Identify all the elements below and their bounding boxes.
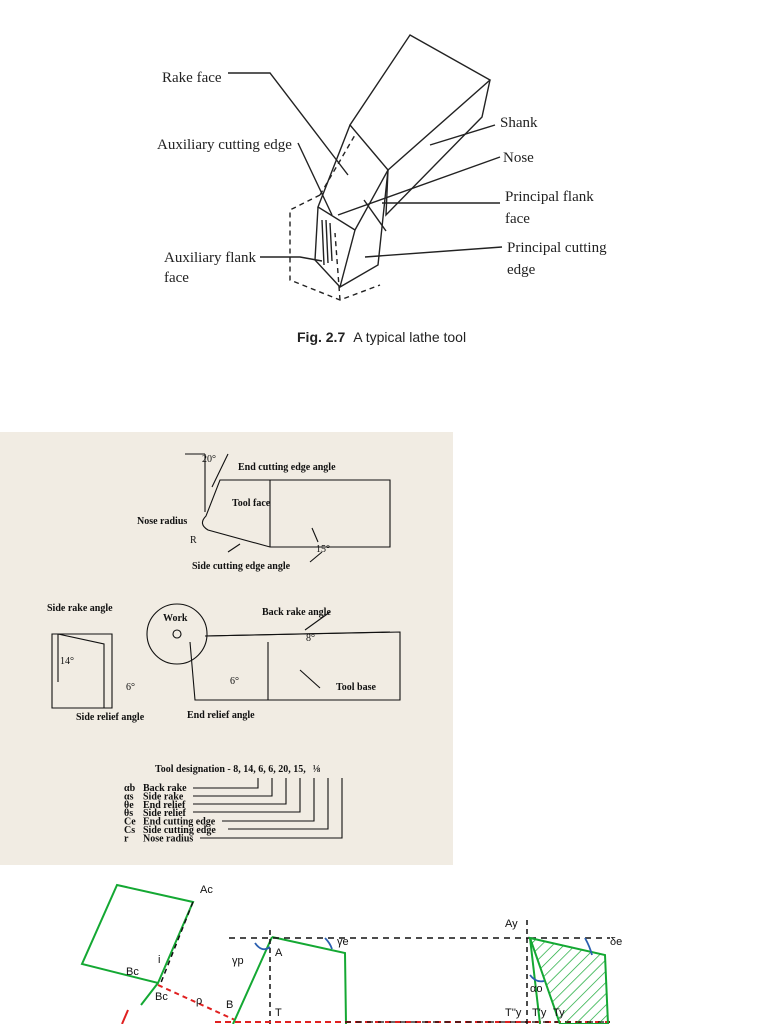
label-bc-2: Bc xyxy=(155,991,168,1003)
back-rake-angle-label: Back rake angle xyxy=(262,607,331,618)
side-relief-angle-label: Side relief angle xyxy=(76,712,145,723)
figure-caption: Fig. 2.7 A typical lathe tool xyxy=(297,329,466,346)
label-principal-flank-face: Principal flank xyxy=(505,189,594,205)
label-auxiliary-cutting-edge: Auxiliary cutting edge xyxy=(157,137,292,153)
work-label: Work xyxy=(163,613,188,624)
label-gamma-e: γe xyxy=(337,936,349,948)
rake-clearance-construction: Ac Bc Bc i B ρ A T γp γe Ay δe αo T''y T… xyxy=(80,883,622,1024)
legend-text: End relief xyxy=(143,800,186,811)
legend-symbol: αs xyxy=(124,791,134,802)
end-cutting-edge-angle-label: End cutting edge angle xyxy=(238,462,336,473)
angle-6-side-label: 6° xyxy=(126,682,135,693)
legend-text: Side cutting edge xyxy=(143,825,216,836)
legend-symbol: θs xyxy=(124,808,133,819)
legend-symbol: r xyxy=(124,833,129,844)
legend-symbol: Ce xyxy=(124,817,136,828)
legend-symbol: Cs xyxy=(124,825,135,836)
label-principal-flank-face-2: face xyxy=(505,211,530,227)
label-t-double-prime-y: T''y xyxy=(505,1007,522,1019)
label-bc: Bc xyxy=(126,966,139,978)
legend-text: Side relief xyxy=(143,808,187,819)
label-b: B xyxy=(226,999,233,1011)
angle-20-label: 20° xyxy=(202,454,216,465)
tool-base-label: Tool base xyxy=(336,682,376,693)
angle-15-label: 15° xyxy=(316,544,330,555)
tool-face-label: Tool face xyxy=(232,498,271,509)
side-cutting-edge-angle-label: Side cutting edge angle xyxy=(192,561,291,572)
label-nose: Nose xyxy=(503,150,534,166)
angle-8-label: 8° xyxy=(306,633,315,644)
label-principal-cutting-edge: Principal cutting xyxy=(507,240,607,256)
lathe-tool-figure: Rake face Auxiliary cutting edge Auxilia… xyxy=(157,34,607,346)
nose-r-label: R xyxy=(190,535,197,546)
legend-symbol: θe xyxy=(124,800,134,811)
scanned-paper-background xyxy=(0,432,453,865)
angle-14-label: 14° xyxy=(60,656,74,667)
end-relief-angle-label: End relief angle xyxy=(187,710,255,721)
legend-text: Back rake xyxy=(143,783,187,794)
label-a-y: Ay xyxy=(505,918,518,930)
label-t-y: Ty xyxy=(553,1007,565,1019)
legend-symbol: αb xyxy=(124,783,136,794)
legend-text: Nose radius xyxy=(143,833,193,844)
label-t: T xyxy=(275,1007,282,1019)
tool-signature-figure: 20° End cutting edge angle Tool face Nos… xyxy=(0,432,453,865)
label-rho: ρ xyxy=(196,995,202,1007)
legend-text: Side rake xyxy=(143,791,184,802)
label-delta-e: δe xyxy=(610,936,622,948)
side-rake-angle-label: Side rake angle xyxy=(47,603,113,614)
angle-6-front-label: 6° xyxy=(230,676,239,687)
shank-outline xyxy=(349,34,492,171)
legend-text: End cutting edge xyxy=(143,817,216,828)
label-ac: Ac xyxy=(200,884,213,896)
nose-radius-label: Nose radius xyxy=(137,516,187,527)
label-auxiliary-flank-face: Auxiliary flank xyxy=(164,250,257,266)
label-shank: Shank xyxy=(500,115,538,131)
hatched-clearance-region xyxy=(528,936,610,1024)
label-i: i xyxy=(158,954,160,966)
label-gamma-p: γp xyxy=(232,955,244,967)
label-a: A xyxy=(275,947,283,959)
green-tool-section-middle xyxy=(232,936,347,1024)
label-rake-face: Rake face xyxy=(162,70,222,86)
label-t-prime-y: T'y xyxy=(532,1007,547,1019)
tool-designation-label: Tool designation - 8, 14, 6, 6, 20, 15, … xyxy=(155,759,321,776)
label-auxiliary-flank-face-2: face xyxy=(164,270,189,286)
label-principal-cutting-edge-2: edge xyxy=(507,262,536,278)
label-alpha-o: αo xyxy=(530,983,542,995)
